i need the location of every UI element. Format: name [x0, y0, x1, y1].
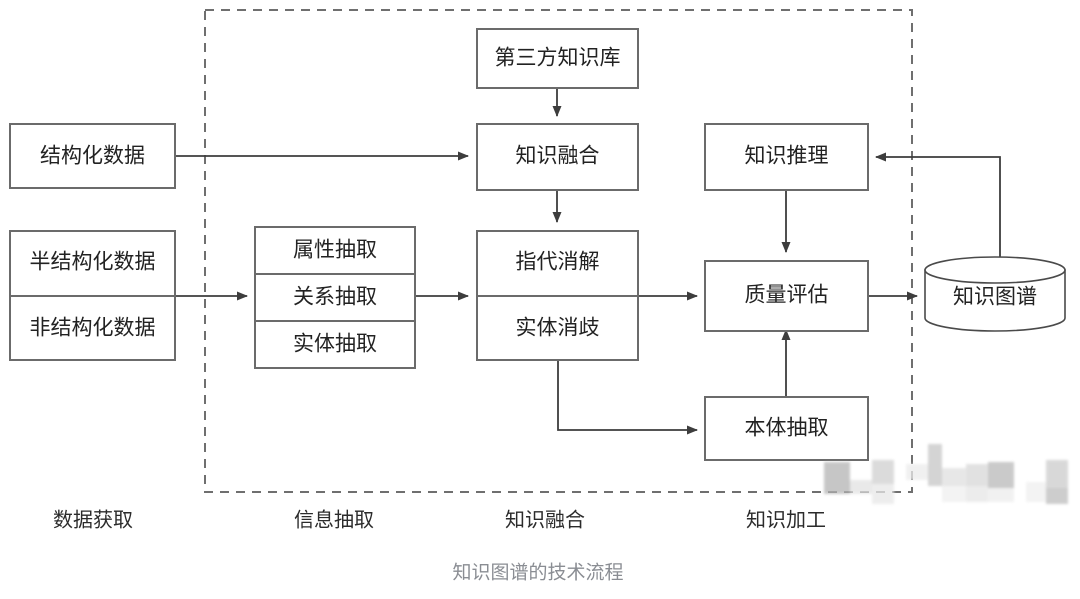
node-attribute-extraction-label: 属性抽取 — [293, 238, 377, 262]
stage-label-data-acquisition: 数据获取 — [53, 508, 133, 532]
node-quality-evaluation-label: 质量评估 — [745, 283, 829, 307]
node-relation-extraction-label: 关系抽取 — [293, 285, 377, 309]
edge-knowledge-graph-to-knowledge-reasoning-feedback — [875, 152, 1001, 262]
stage-label-knowledge-fusion: 知识融合 — [505, 508, 585, 532]
node-semi-structured-data-label: 半结构化数据 — [30, 250, 156, 274]
node-third-party-kb[interactable]: 第三方知识库 — [476, 28, 639, 89]
edge-disambiguation-to-ontology-extraction — [557, 360, 698, 435]
node-structured-data-label: 结构化数据 — [40, 144, 145, 168]
pipeline-scope-dashed-region — [204, 9, 913, 493]
node-structured-data[interactable]: 结构化数据 — [9, 123, 176, 189]
stage-label-knowledge-processing: 知识加工 — [746, 508, 826, 532]
node-knowledge-graph-label: 知识图谱 — [953, 285, 1037, 309]
node-ontology-extraction-label: 本体抽取 — [745, 416, 829, 440]
node-knowledge-reasoning[interactable]: 知识推理 — [704, 123, 869, 191]
node-knowledge-fusion-label: 知识融合 — [516, 144, 600, 168]
node-entity-extraction-label: 实体抽取 — [293, 332, 377, 356]
pixelated-watermark — [800, 444, 1070, 514]
node-coreference-resolution-label: 指代消解 — [516, 250, 600, 274]
node-third-party-kb-label: 第三方知识库 — [495, 46, 621, 70]
node-knowledge-fusion[interactable]: 知识融合 — [476, 123, 639, 191]
node-unstructured-data-label: 非结构化数据 — [30, 316, 156, 340]
node-group-unstructured-data: 半结构化数据 非结构化数据 — [9, 230, 176, 361]
node-quality-evaluation[interactable]: 质量评估 — [704, 260, 869, 332]
node-knowledge-graph[interactable]: 知识图谱 — [924, 256, 1066, 332]
node-group-disambiguation: 指代消解 实体消歧 — [476, 230, 639, 361]
node-knowledge-reasoning-label: 知识推理 — [745, 144, 829, 168]
node-group-information-extraction: 属性抽取 关系抽取 实体抽取 — [254, 226, 416, 369]
figure-caption: 知识图谱的技术流程 — [452, 562, 623, 584]
node-ontology-extraction[interactable]: 本体抽取 — [704, 396, 869, 461]
stage-label-information-extraction: 信息抽取 — [294, 508, 374, 532]
node-entity-disambiguation-label: 实体消歧 — [516, 316, 600, 340]
